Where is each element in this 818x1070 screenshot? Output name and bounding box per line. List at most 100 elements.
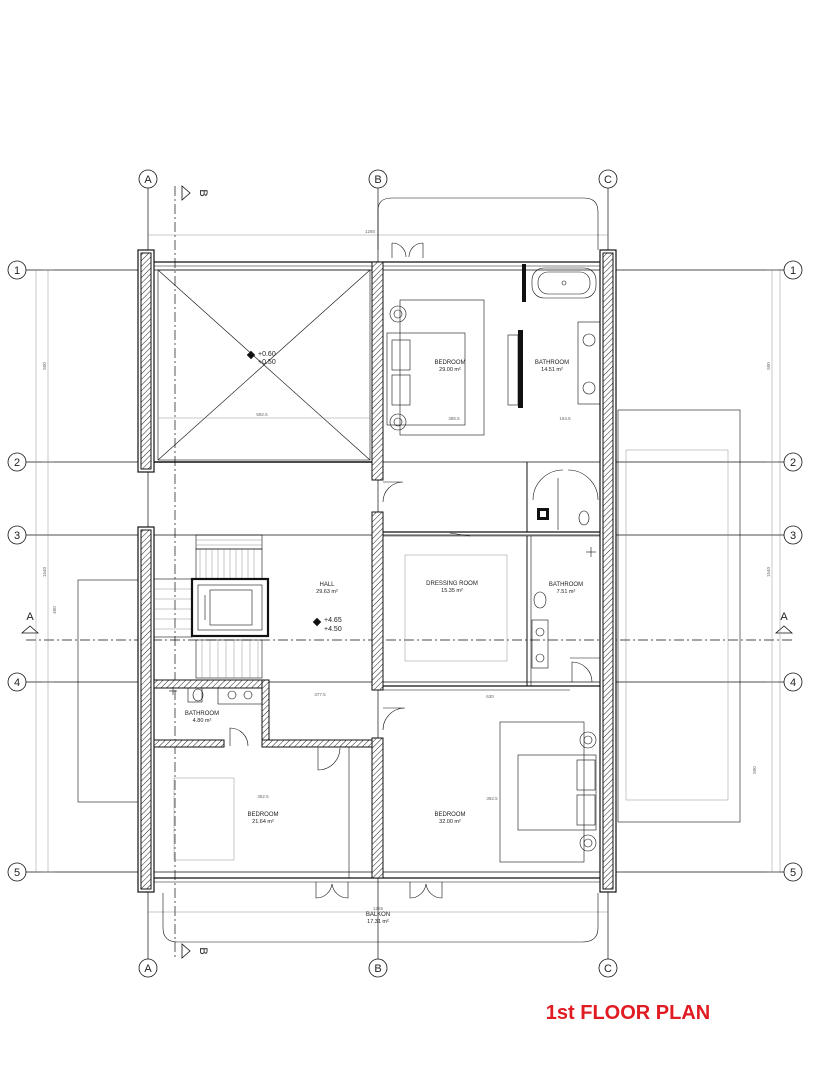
dressing-room: DRESSING ROOM 15.35 m² bbox=[426, 581, 478, 594]
grid-label: A bbox=[144, 174, 152, 186]
dimension-row-bath1: 154.5 bbox=[559, 416, 571, 421]
staircase bbox=[153, 534, 263, 679]
bathroom-2-fixtures bbox=[531, 547, 596, 683]
grid-bubble-row-2-right: 2 bbox=[783, 452, 803, 472]
grid-bubble-col-a-bottom: A bbox=[138, 958, 158, 978]
grid-bubble-row-4-right: 4 bbox=[783, 672, 803, 692]
bathroom-3-fixtures bbox=[169, 687, 263, 747]
room-area: 29.00 m² bbox=[439, 367, 461, 373]
bedroom-2-fixtures bbox=[173, 747, 341, 861]
bedroom-3-bed bbox=[382, 707, 597, 863]
master-bed bbox=[386, 299, 485, 436]
grid-label: C bbox=[604, 174, 612, 186]
dimension-row-hall: 377.5 bbox=[314, 692, 326, 697]
section-marker-b-top: B bbox=[181, 185, 209, 201]
room-area: 15.35 m² bbox=[441, 588, 463, 594]
room-area: 29.63 m² bbox=[316, 589, 338, 595]
section-marker-b-bottom: B bbox=[181, 943, 209, 959]
room-name: BATHROOM bbox=[549, 582, 583, 588]
exterior-walls bbox=[137, 249, 617, 893]
dimension-right-3: 500 bbox=[752, 766, 757, 774]
dimension-lines bbox=[42, 234, 778, 913]
room-area: 4.80 m² bbox=[193, 718, 212, 724]
grid-label: 1 bbox=[790, 265, 796, 277]
wc-shower-area bbox=[532, 469, 599, 530]
master-bedroom-room: BEDROOM 29.00 m² bbox=[434, 360, 465, 373]
svg-text:B: B bbox=[197, 947, 209, 954]
dimension-top: 1280 bbox=[365, 229, 376, 234]
hall-elevation: +4.65 +4.50 bbox=[312, 617, 342, 633]
grid-label: 2 bbox=[790, 457, 796, 469]
room-name: BEDROOM bbox=[247, 812, 278, 818]
grid-bubble-row-3-right: 3 bbox=[783, 525, 803, 545]
grid-bubble-col-b-bottom: B bbox=[368, 958, 388, 978]
master-bedroom-door bbox=[382, 242, 424, 503]
grid-bubble-col-b-top: B bbox=[368, 169, 388, 189]
grid-label: 3 bbox=[790, 530, 796, 542]
grid-bubble-row-5-right: 5 bbox=[783, 862, 803, 882]
room-area: 17.31 m² bbox=[367, 919, 389, 925]
grid-label: 3 bbox=[14, 530, 20, 542]
dimension-left-2: 1540 bbox=[42, 566, 47, 577]
grid-bubble-row-1-left: 1 bbox=[7, 260, 27, 280]
elevator bbox=[190, 577, 270, 638]
void-elevation-top: +0.60 bbox=[258, 351, 276, 358]
grid-label: B bbox=[374, 963, 381, 975]
room-name: BEDROOM bbox=[434, 812, 465, 818]
grid-bubble-row-5-left: 5 bbox=[7, 862, 27, 882]
room-name: BEDROOM bbox=[434, 360, 465, 366]
dimension-row-bed2: 352.5 bbox=[257, 794, 269, 799]
grid-bubble-row-1-right: 1 bbox=[783, 260, 803, 280]
dimension-right-1: 500 bbox=[766, 362, 771, 370]
void-area bbox=[157, 269, 371, 461]
dimension-row-mid: 630 bbox=[486, 694, 494, 699]
bedroom-2-room: BEDROOM 21.64 m² bbox=[247, 812, 278, 825]
grid-label: 5 bbox=[14, 867, 20, 879]
grid-bubble-row-4-left: 4 bbox=[7, 672, 27, 692]
void-elevation: +0.60 +0.50 bbox=[246, 350, 276, 366]
grid-bubble-col-a-top: A bbox=[138, 169, 158, 189]
balcony-room: BALKON 17.31 m² bbox=[366, 912, 390, 925]
interior-walls bbox=[153, 261, 600, 879]
room-area: 14.51 m² bbox=[541, 367, 563, 373]
svg-text:A: A bbox=[26, 611, 34, 623]
grid-label: 4 bbox=[14, 677, 20, 689]
grid-label: C bbox=[604, 963, 612, 975]
grid-bubble-col-c-top: C bbox=[598, 169, 618, 189]
hall-elevation-bottom: +4.50 bbox=[324, 626, 342, 633]
master-bathroom-fixtures bbox=[507, 264, 601, 408]
void-elevation-bottom: +0.50 bbox=[258, 359, 276, 366]
dimension-row-bed1: 385.5 bbox=[448, 416, 460, 421]
bathroom-3-room: BATHROOM 4.80 m² bbox=[185, 711, 219, 724]
room-name: DRESSING ROOM bbox=[426, 581, 478, 587]
room-name: BALKON bbox=[366, 912, 390, 918]
svg-text:A: A bbox=[780, 611, 788, 623]
dimension-row-void: 592.5 bbox=[256, 412, 268, 417]
grid-label: 2 bbox=[14, 457, 20, 469]
room-area: 21.64 m² bbox=[252, 819, 274, 825]
grid-label: 1 bbox=[14, 265, 20, 277]
grid-bubble-col-c-bottom: C bbox=[598, 958, 618, 978]
plan-title: 1st FLOOR PLAN bbox=[546, 1002, 710, 1024]
hall-room: HALL 29.63 m² bbox=[316, 582, 338, 595]
svg-text:B: B bbox=[197, 189, 209, 196]
hall-elevation-top: +4.65 bbox=[324, 617, 342, 624]
master-bathroom-room: BATHROOM 14.51 m² bbox=[535, 360, 569, 373]
section-marker-a-right: A bbox=[774, 611, 794, 634]
grid-label: 5 bbox=[790, 867, 796, 879]
room-name: HALL bbox=[319, 582, 335, 588]
grid-bubble-row-2-left: 2 bbox=[7, 452, 27, 472]
room-name: BATHROOM bbox=[535, 360, 569, 366]
room-name: BATHROOM bbox=[185, 711, 219, 717]
grid-label: B bbox=[374, 174, 381, 186]
section-marker-a-left: A bbox=[20, 611, 40, 634]
room-area: 7.51 m² bbox=[557, 589, 576, 595]
master-bathtub bbox=[531, 267, 597, 299]
dimension-row-bed3: 392.5 bbox=[486, 796, 498, 801]
dimension-bottom: 1265 bbox=[373, 906, 384, 911]
dimension-left-1: 500 bbox=[42, 362, 47, 370]
dimension-right-2: 1540 bbox=[766, 566, 771, 577]
bedroom-3-room: BEDROOM 32.00 m² bbox=[434, 812, 465, 825]
balcony-doors bbox=[315, 882, 443, 899]
